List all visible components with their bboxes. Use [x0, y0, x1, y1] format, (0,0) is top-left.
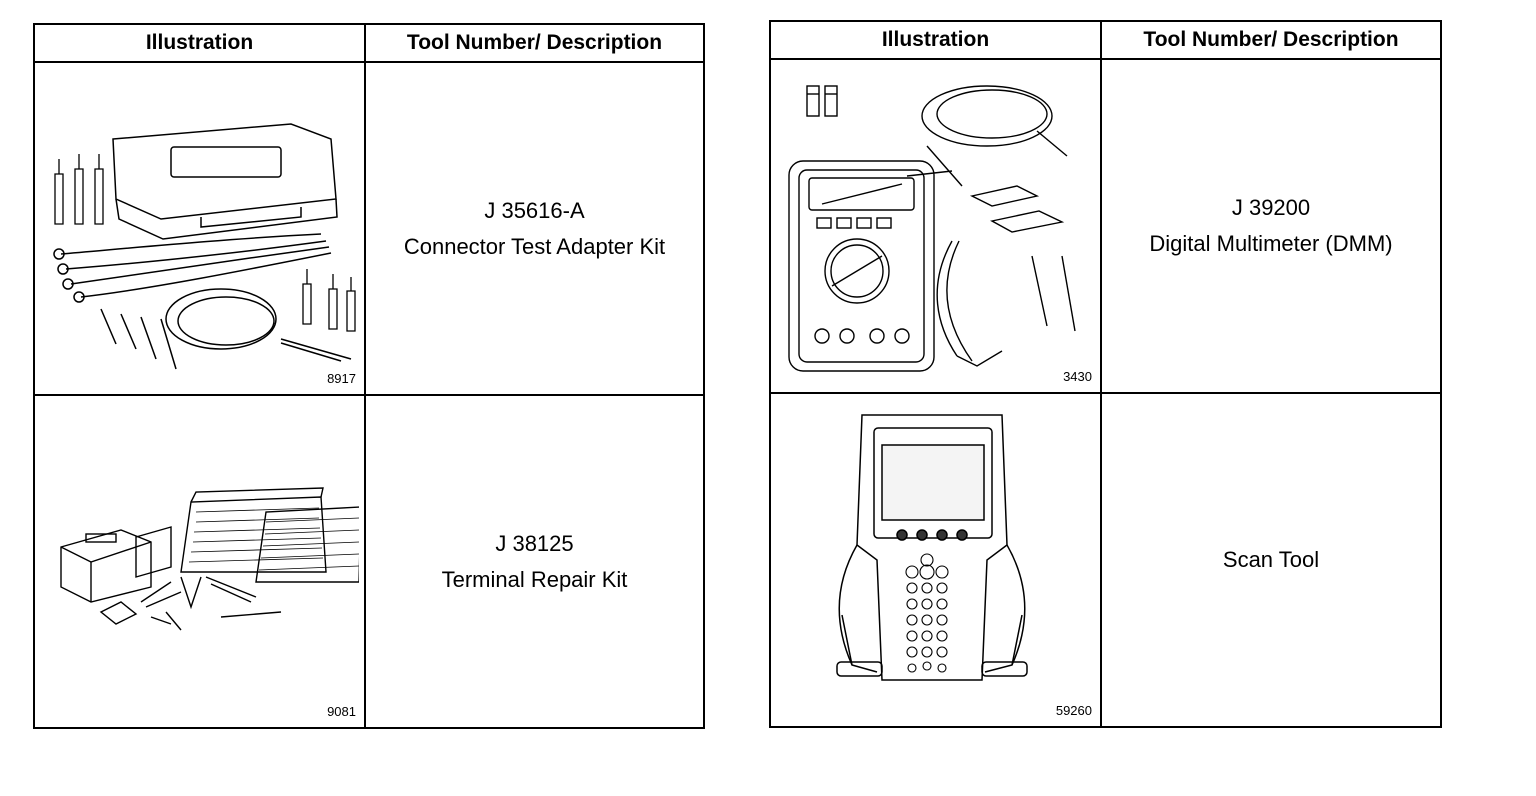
description-cell: J 35616-A Connector Test Adapter Kit — [364, 61, 705, 396]
figure-number: 9081 — [327, 704, 356, 719]
illustration-header: Illustration — [769, 20, 1102, 60]
scan-tool-illustration — [836, 414, 1028, 681]
tool-number: J 38125 — [495, 530, 574, 556]
illustration-cell: 8917 — [33, 61, 366, 396]
table-header-row: Illustration Tool Number/ Description — [769, 20, 1442, 60]
table-row: 9081 J 38125 Terminal Repair Kit — [33, 394, 705, 729]
description-header: Tool Number/ Description — [364, 23, 705, 63]
description-cell: Scan Tool — [1100, 392, 1442, 728]
tools-table-left: Illustration Tool Number/ Description — [33, 23, 705, 729]
illustration-cell: 3430 — [769, 58, 1102, 394]
tool-number: J 35616-A — [484, 197, 585, 223]
illustration-cell: 59260 — [769, 392, 1102, 728]
tool-description: Scan Tool — [1222, 547, 1320, 572]
description-cell: J 38125 Terminal Repair Kit — [364, 394, 705, 729]
terminal-repair-kit-illustration — [60, 487, 359, 631]
figure-number: 59260 — [1055, 703, 1092, 718]
connector-test-adapter-kit-illustration — [53, 123, 356, 370]
description-cell: J 39200 Digital Multimeter (DMM) — [1100, 58, 1442, 394]
table-row: 3430 J 39200 Digital Multimeter (DMM) — [769, 58, 1442, 394]
tools-table-right: Illustration Tool Number/ Description — [769, 20, 1442, 728]
tool-number: J 39200 — [1231, 195, 1311, 220]
tool-description: Connector Test Adapter Kit — [403, 233, 666, 259]
illustration-cell: 9081 — [33, 394, 366, 729]
figure-number: 8917 — [327, 371, 356, 386]
digital-multimeter-illustration — [788, 85, 1076, 372]
figure-number: 3430 — [1063, 369, 1092, 384]
description-header: Tool Number/ Description — [1100, 20, 1442, 60]
table-row: 59260 Scan Tool — [769, 392, 1442, 728]
illustration-header: Illustration — [33, 23, 366, 63]
table-header-row: Illustration Tool Number/ Description — [33, 23, 705, 63]
tool-description: Digital Multimeter (DMM) — [1149, 231, 1393, 256]
tool-description: Terminal Repair Kit — [441, 566, 628, 592]
table-row: 8917 J 35616-A Connector Test Adapter Ki… — [33, 61, 705, 396]
